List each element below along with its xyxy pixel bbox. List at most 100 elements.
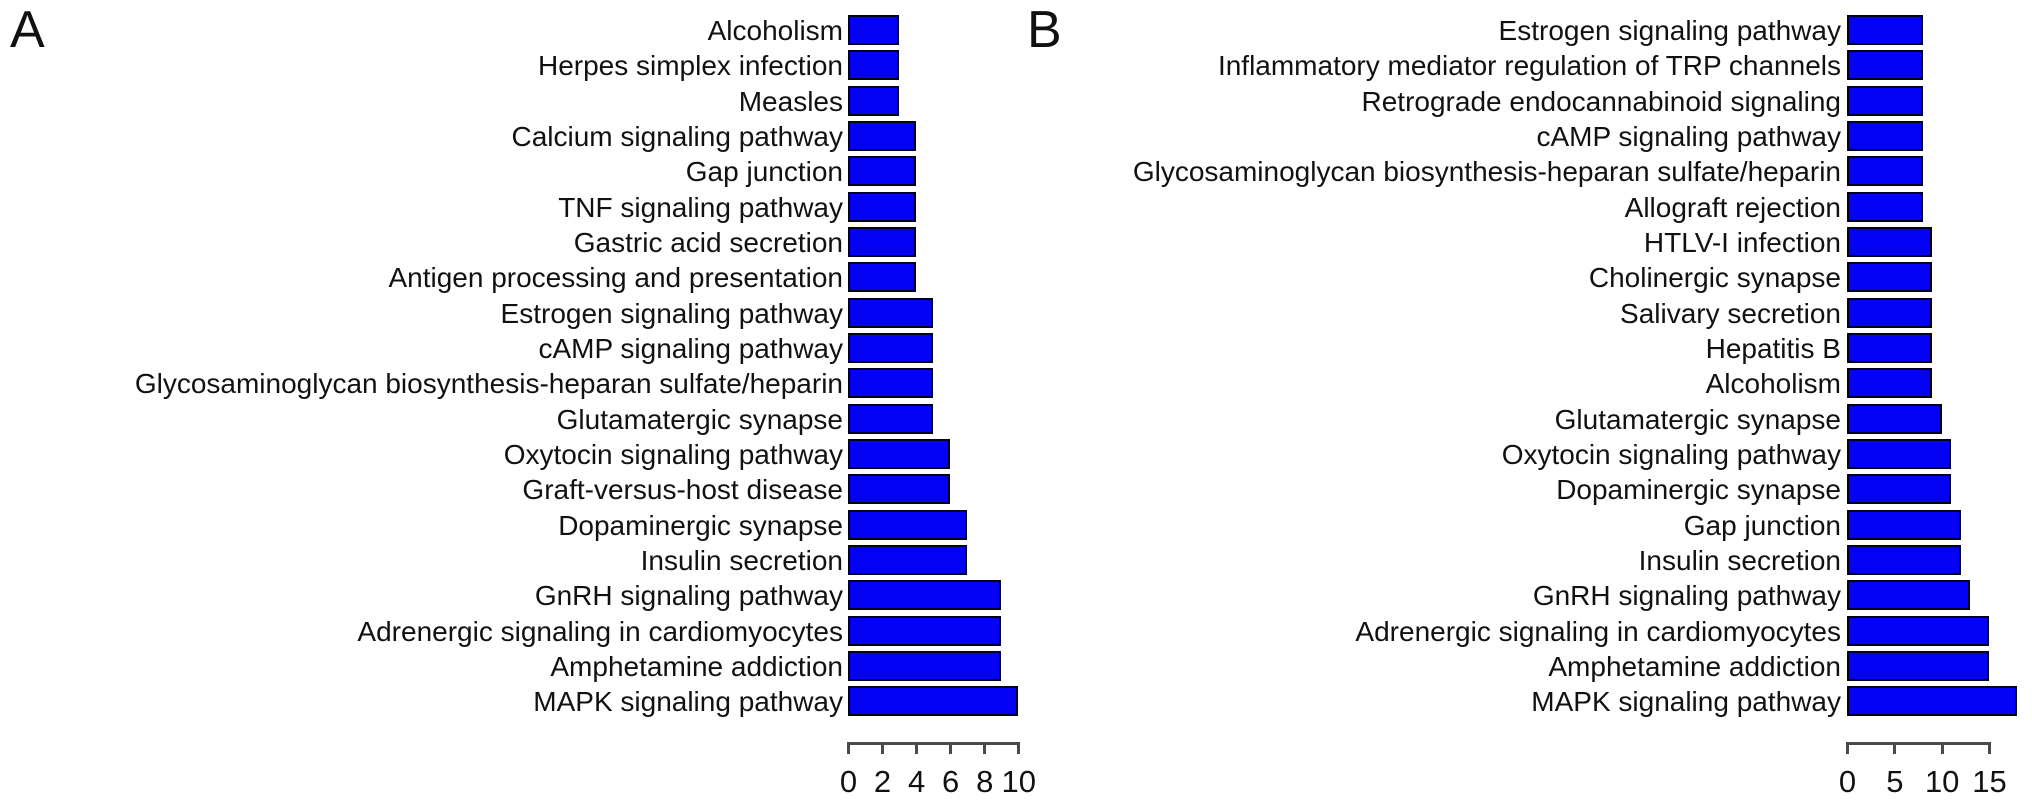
pathway-bar xyxy=(1847,474,1952,505)
pathway-row: Dopaminergic synapse xyxy=(0,474,2032,506)
pathway-row: Alcoholism xyxy=(0,15,2032,46)
pathway-bar xyxy=(848,50,900,81)
pathway-row: Adrenergic signaling in cardiomyocytes xyxy=(0,615,2032,647)
pathway-bar xyxy=(848,403,934,434)
pathway-bar xyxy=(1847,332,1933,363)
axis-tick-label: 0 xyxy=(1838,764,1857,799)
pathway-row: Insulin secretion xyxy=(0,544,2032,576)
pathway-bar xyxy=(848,226,917,257)
pathway-bar xyxy=(848,650,1002,681)
axis-tick-label: 10 xyxy=(1001,764,1037,799)
axis-tick xyxy=(847,742,850,754)
pathway-row: Adrenergic signaling in cardiomyocytes xyxy=(0,615,2032,647)
pathway-label: Alcoholism xyxy=(1705,368,1841,400)
pathway-bar xyxy=(848,438,951,469)
axis-tick-label: 2 xyxy=(873,764,892,799)
pathway-bar xyxy=(848,85,900,116)
pathway-bar xyxy=(848,615,1002,646)
pathway-row: Measles xyxy=(0,85,2032,117)
pathway-bar xyxy=(1847,226,1933,257)
pathway-label: Adrenergic signaling in cardiomyocytes xyxy=(1355,615,1841,647)
pathway-row: Oxytocin signaling pathway xyxy=(0,438,2032,470)
pathway-label: GnRH signaling pathway xyxy=(534,580,843,612)
pathway-row: Graft-versus-host disease xyxy=(0,474,2032,505)
axis-tick xyxy=(1017,742,1021,754)
pathway-bar xyxy=(848,332,934,363)
pathway-bar xyxy=(1847,85,1923,116)
pathway-row: MAPK signaling pathway xyxy=(0,686,2032,718)
axis-tick-label: 4 xyxy=(907,764,926,799)
axis-tick xyxy=(949,742,953,754)
pathway-label: Insulin secretion xyxy=(1638,544,1841,576)
pathway-label: Gastric acid secretion xyxy=(573,226,843,258)
pathway-label: Dopaminergic synapse xyxy=(1556,474,1841,506)
pathway-bar xyxy=(1847,615,1990,646)
pathway-label: Oxytocin signaling pathway xyxy=(1501,438,1841,470)
pathway-label: GnRH signaling pathway xyxy=(1532,580,1841,612)
pathway-row: GnRH signaling pathway xyxy=(0,580,2032,612)
pathway-row: HTLV-I infection xyxy=(0,226,2032,258)
axis-tick xyxy=(1940,742,1944,754)
pathway-bar xyxy=(1847,509,1961,540)
pathway-bar xyxy=(848,15,900,45)
axis-tick-label: 5 xyxy=(1886,764,1904,799)
pathway-bar xyxy=(1847,368,1933,399)
pathway-label: Antigen processing and presentation xyxy=(388,262,843,294)
pathway-bar xyxy=(1847,120,1923,151)
pathway-row: Inflammatory mediator regulation of TRP … xyxy=(0,50,2032,82)
pathway-bar xyxy=(848,544,968,575)
pathway-label: Estrogen signaling pathway xyxy=(500,297,843,329)
axis-tick xyxy=(881,742,885,754)
pathway-label: Glutamatergic synapse xyxy=(1554,403,1841,435)
pathway-bar xyxy=(1847,438,1952,469)
axis-tick-label: 8 xyxy=(976,764,994,799)
pathway-row: Glycosaminoglycan biosynthesis-heparan s… xyxy=(0,156,2032,187)
pathway-row: Cholinergic synapse xyxy=(0,262,2032,293)
axis-tick xyxy=(1846,742,1849,754)
pathway-row: Glutamatergic synapse xyxy=(0,403,2032,435)
pathway-row: Amphetamine addiction xyxy=(0,650,2032,682)
pathway-bar xyxy=(1847,297,1933,328)
pathway-bar xyxy=(1847,580,1971,611)
pathway-bar xyxy=(1847,686,2018,717)
pathway-bar xyxy=(1847,544,1961,575)
pathway-bar xyxy=(1847,15,1923,45)
pathway-label: Gap junction xyxy=(685,156,843,188)
panel-a-label: A xyxy=(10,1,45,59)
pathway-row: cAMP signaling pathway xyxy=(0,332,2032,364)
axis-tick xyxy=(915,742,919,754)
pathway-row: cAMP signaling pathway xyxy=(0,120,2032,152)
pathway-label: cAMP signaling pathway xyxy=(538,332,843,364)
pathway-label: cAMP signaling pathway xyxy=(1536,120,1841,152)
pathway-bar xyxy=(1847,191,1923,222)
pathway-label: Gap junction xyxy=(1683,509,1841,541)
pathway-label: Amphetamine addiction xyxy=(550,650,843,682)
pathway-bar xyxy=(848,686,1019,717)
pathway-label: Inflammatory mediator regulation of TRP … xyxy=(1217,50,1841,82)
pathway-row: Herpes simplex infection xyxy=(0,50,2032,81)
pathway-label: Dopaminergic synapse xyxy=(558,509,843,541)
pathway-bar xyxy=(848,191,917,222)
pathway-row: Estrogen signaling pathway xyxy=(0,15,2032,46)
pathway-bar xyxy=(848,120,917,151)
pathway-row: Gastric acid secretion xyxy=(0,226,2032,258)
pathway-row: Antigen processing and presentation xyxy=(0,262,2032,294)
pathway-label: Glutamatergic synapse xyxy=(556,403,843,435)
pathway-bar xyxy=(848,580,1002,611)
pathway-row: TNF signaling pathway xyxy=(0,191,2032,223)
pathway-row: Gap junction xyxy=(0,156,2032,188)
pathway-label: Hepatitis B xyxy=(1705,332,1841,364)
axis-tick xyxy=(983,742,987,754)
pathway-row: Oxytocin signaling pathway xyxy=(0,438,2032,470)
pathway-row: Calcium signaling pathway xyxy=(0,120,2032,152)
pathway-label: MAPK signaling pathway xyxy=(533,686,843,718)
pathway-row: Glutamatergic synapse xyxy=(0,403,2032,435)
pathway-label: TNF signaling pathway xyxy=(558,191,843,223)
pathway-label: Alcoholism xyxy=(707,15,843,46)
pathway-row: MAPK signaling pathway xyxy=(0,686,2032,717)
